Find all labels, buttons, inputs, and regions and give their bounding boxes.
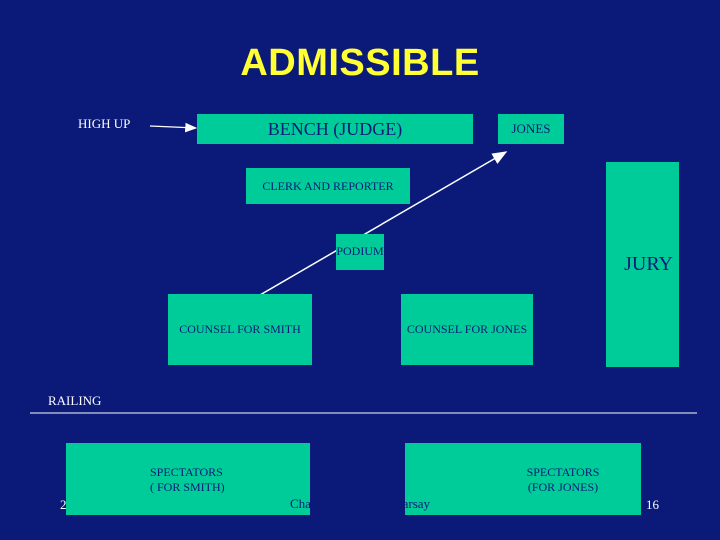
- spectators-smith-box: SPECTATORS ( FOR SMITH): [66, 443, 310, 515]
- railing-label: RAILING: [48, 393, 102, 408]
- high-up-arrow: [149, 122, 198, 133]
- spectators-jones-line1: SPECTATORS: [526, 465, 600, 479]
- page-number: 16: [646, 497, 659, 512]
- spectators-smith-line1: SPECTATORS: [150, 465, 223, 479]
- counsel-smith-label: COUNSEL FOR SMITH: [179, 322, 301, 336]
- podium-box: PODIUM: [336, 234, 384, 270]
- counsel-smith-box: COUNSEL FOR SMITH: [168, 294, 312, 365]
- gaze-arrow: [247, 151, 508, 303]
- page-title: ADMISSIBLE: [240, 42, 480, 84]
- spectators-smith-line2: ( FOR SMITH): [150, 480, 225, 494]
- podium-label: PODIUM: [336, 244, 384, 258]
- clerk-label: CLERK AND REPORTER: [262, 178, 394, 193]
- counsel-jones-label: COUNSEL FOR JONES: [406, 322, 528, 336]
- counsel-jones-box: COUNSEL FOR JONES: [401, 294, 533, 365]
- clerk-box: CLERK AND REPORTER: [246, 168, 410, 204]
- bench-box: BENCH (JUDGE): [197, 114, 473, 144]
- spectators-jones-line2: (FOR JONES): [527, 480, 599, 494]
- bench-label: BENCH (JUDGE): [267, 118, 403, 139]
- spectators-jones-box: SPECTATORS (FOR JONES): [405, 443, 641, 515]
- footer-left: 2: [60, 497, 67, 512]
- footer-center: Chap. 3 -- Intro to Hearsay: [289, 496, 431, 511]
- jury-label: JURY: [624, 253, 673, 275]
- jones-box: JONES: [498, 114, 564, 144]
- jones-label: JONES: [511, 121, 551, 136]
- high-up-label: HIGH UP: [78, 116, 131, 131]
- jury-box: JURY: [606, 162, 679, 367]
